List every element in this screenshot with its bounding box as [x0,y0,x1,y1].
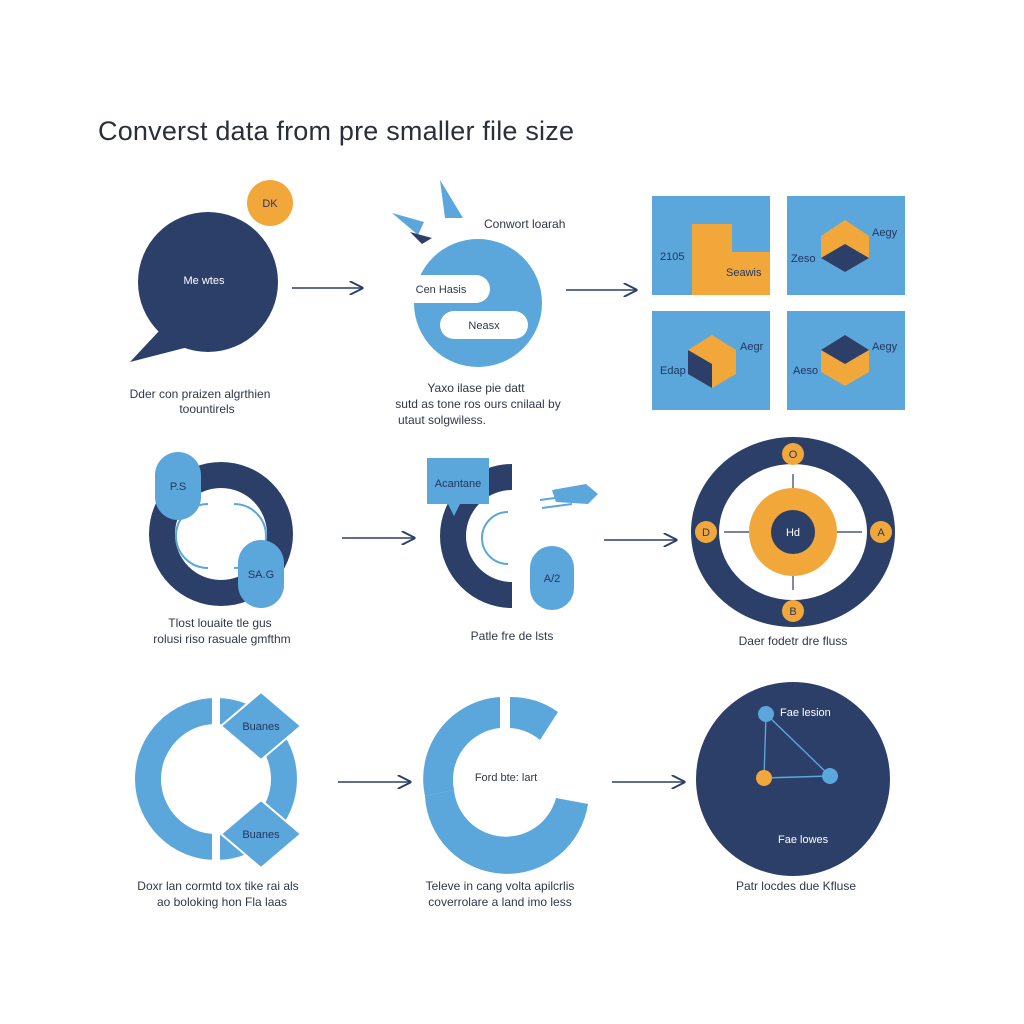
svg-text:Neasx: Neasx [468,320,500,332]
pill-right [238,540,284,608]
diamond-top [219,690,303,762]
diamond-bottom [219,798,303,870]
svg-text:SA.G: SA.G [248,569,274,581]
svg-text:A/2: A/2 [544,573,561,585]
ring-center-label: Hd [786,527,800,539]
bubble-caption-line1: Dder con praizen algrthien [130,387,271,401]
tile-2: Zeso Aegy [787,196,905,295]
convert-node: Cen Hasis Neasx [386,180,542,367]
svg-text:Cen Hasis: Cen Hasis [416,284,467,296]
svg-text:Aegr: Aegr [740,341,764,353]
svg-text:Aegy: Aegy [872,341,898,353]
badge-label: DK [262,198,278,210]
tile-4: Aeso Aegy [787,311,905,410]
svg-text:O: O [789,449,798,461]
middle-caption-line1: Yaxo ilase pie datt [427,381,525,395]
donut-center-label: Ford bte: lart [475,772,537,784]
svg-text:Acantane: Acantane [435,478,481,490]
middle-caption-line3: utaut solgwiless. [398,413,486,427]
split-caption-line1: Tlost louaite tle gus [168,616,271,630]
svg-text:P.S: P.S [170,481,186,493]
graph-node [822,768,838,784]
shard-icon [410,232,432,244]
svg-text:Buanes: Buanes [242,721,280,733]
svg-text:Zeso: Zeso [791,253,815,265]
node-top [782,443,804,465]
diamond-ring-node: Buanes Buanes [135,690,303,870]
half-ring-node: Acantane A/2 [427,458,598,610]
svg-text:Aeso: Aeso [793,365,818,377]
bubble-label: Me wtes [184,275,225,287]
middle-caption-line2: sutd as tone ros ours cnilaal by [395,397,560,411]
node-right [870,521,892,543]
svg-text:D: D [702,527,710,539]
graph-node [758,706,774,722]
diamond-caption-line2: ao boloking hon Fla laas [157,895,287,909]
split-ring-node: P.S SA.G [149,452,293,608]
donut-caption-line2: coverrolare a land imo less [428,895,571,909]
svg-text:Buanes: Buanes [242,829,280,841]
graph-top-label: Fae lesion [780,707,831,719]
donut-node: Ford bte: lart [423,696,588,874]
tile-3: Edap Aegr [652,311,770,410]
target-ring-node: Hd O D A B [691,437,895,627]
l-block-icon [692,224,770,295]
svg-text:Seawis: Seawis [726,267,762,279]
svg-text:2105: 2105 [660,251,684,263]
pill-top [386,275,490,303]
svg-text:B: B [789,606,796,618]
svg-text:Aegy: Aegy [872,227,898,239]
tag-box [427,458,489,504]
shard-icon [440,180,463,218]
graph-bottom-label: Fae lowes [778,834,829,846]
node-bottom [782,600,804,622]
target-caption: Daer fodetr dre fluss [739,634,848,648]
shard-icon [392,213,424,235]
donut-caption-line1: Televe in cang volta apilcrlis [426,879,575,893]
convert-title: Conwort loarah [484,217,565,231]
graph-node [756,770,772,786]
pill-right [530,546,574,610]
badge-icon: DK [247,180,293,226]
tile-1: 2105 Seawis [652,196,770,295]
swoosh-icon [552,484,598,504]
bubble-caption-line2: toountirels [179,402,234,416]
half-ring-caption: Patle fre de lsts [471,629,554,643]
svg-text:Edap: Edap [660,365,686,377]
svg-text:A: A [877,527,885,539]
split-caption-line2: rolusi riso rasuale gmfthm [153,632,290,646]
pill-left [155,452,201,520]
diamond-caption-line1: Doxr lan cormtd tox tike rai als [137,879,298,893]
graph-caption: Patr locdes due Kfluse [736,879,856,893]
network-graph-node: Fae lesion Fae lowes [696,682,890,876]
node-left [695,521,717,543]
page-title: Converst data from pre smaller file size [98,116,575,146]
speech-bubble-icon: Me wtes [130,212,278,362]
pill-bottom [440,311,528,339]
